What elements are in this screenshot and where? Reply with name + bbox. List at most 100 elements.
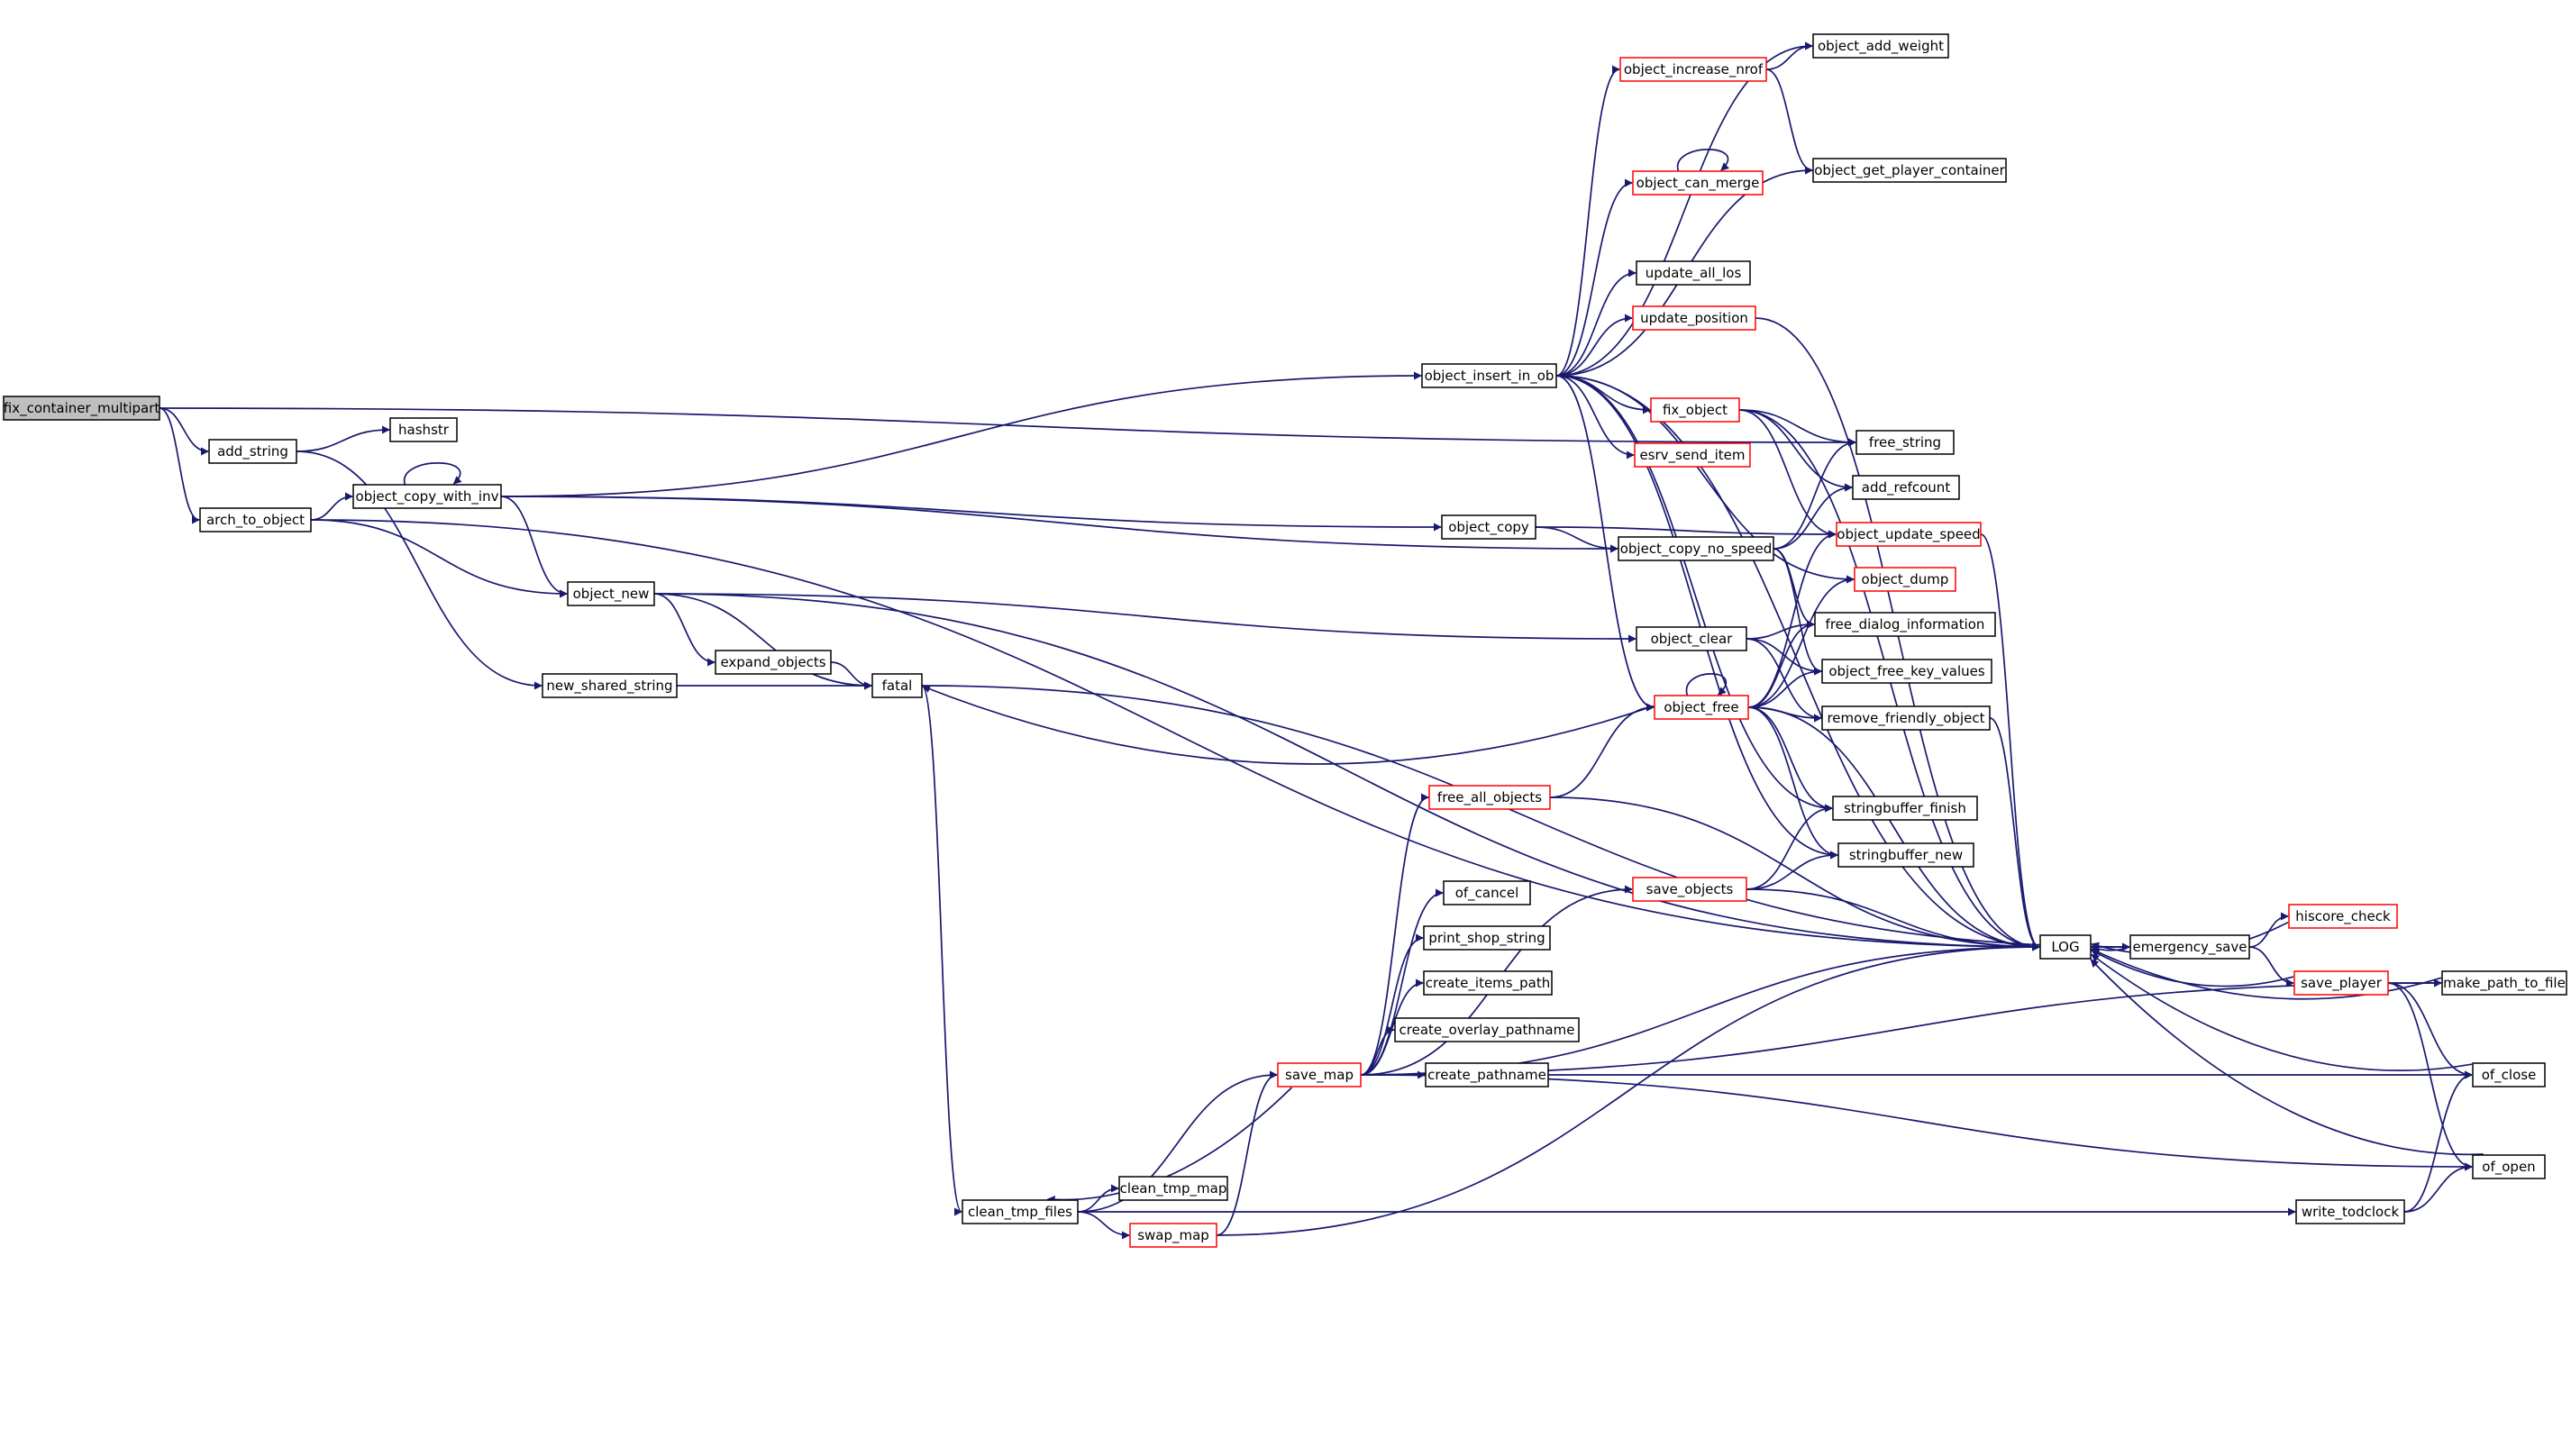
- node-object_update_speed[interactable]: object_update_speed: [1836, 522, 1982, 547]
- node-box: [2129, 934, 2250, 960]
- node-save_map[interactable]: save_map: [1277, 1062, 1362, 1087]
- node-clean_tmp_map[interactable]: clean_tmp_map: [1118, 1176, 1228, 1201]
- node-make_path_to_file[interactable]: make_path_to_file: [2441, 970, 2567, 996]
- node-object_increase_nrof[interactable]: object_increase_nrof: [1619, 57, 1767, 82]
- node-object_clear[interactable]: object_clear: [1636, 626, 1747, 651]
- node-clean_tmp_files[interactable]: clean_tmp_files: [962, 1199, 1079, 1224]
- node-box: [1812, 33, 1949, 59]
- node-object_get_player_container[interactable]: object_get_player_container: [1812, 158, 2007, 183]
- edge-object_free-to-object_free: [1685, 673, 1728, 696]
- edge-object_free-to-object_free_key_values: [1747, 667, 1822, 708]
- node-emergency_save[interactable]: emergency_save: [2129, 934, 2250, 960]
- node-print_shop_string[interactable]: print_shop_string: [1423, 925, 1551, 951]
- node-object_copy[interactable]: object_copy: [1441, 514, 1536, 540]
- node-hiscore_check[interactable]: hiscore_check: [2288, 904, 2398, 929]
- node-box: [2039, 934, 2092, 960]
- node-save_player[interactable]: save_player: [2293, 970, 2389, 996]
- node-object_copy_no_speed[interactable]: object_copy_no_speed: [1618, 536, 1774, 561]
- node-object_new[interactable]: object_new: [567, 581, 655, 606]
- edge-save_objects-to-LOG: [1746, 888, 2040, 951]
- node-swap_map[interactable]: swap_map: [1129, 1223, 1217, 1248]
- node-of_cancel[interactable]: of_cancel: [1443, 880, 1531, 905]
- edge-free_all_objects-to-LOG: [1549, 796, 2040, 951]
- node-box: [1634, 442, 1751, 468]
- node-box: [1618, 536, 1774, 561]
- node-label: update_all_los: [1646, 265, 1742, 282]
- node-remove_friendly_object[interactable]: remove_friendly_object: [1821, 705, 1991, 731]
- edge-object_copy_no_speed-to-object_free_key_values: [1773, 548, 1822, 676]
- node-LOG[interactable]: LOG: [2039, 934, 2092, 960]
- node-object_copy_with_inv[interactable]: object_copy_with_inv: [352, 484, 502, 509]
- node-write_todclock[interactable]: write_todclock: [2295, 1199, 2405, 1224]
- node-label: free_all_objects: [1437, 789, 1542, 806]
- node-of_close[interactable]: of_close: [2472, 1062, 2546, 1087]
- node-label: object_can_merge: [1637, 175, 1760, 192]
- node-object_dump[interactable]: object_dump: [1854, 567, 1956, 592]
- node-box: [1428, 785, 1551, 810]
- node-box: [2295, 1199, 2405, 1224]
- node-expand_objects[interactable]: expand_objects: [715, 650, 832, 675]
- edge-add_string-to-new_shared_string: [296, 450, 542, 690]
- edge-object_copy-to-object_update_speed: [1535, 526, 1837, 539]
- node-box: [199, 507, 312, 532]
- edge-object_insert_in_ob-to-update_all_los: [1555, 268, 1637, 377]
- node-update_all_los[interactable]: update_all_los: [1636, 260, 1751, 286]
- node-free_string[interactable]: free_string: [1855, 430, 1955, 455]
- node-stringbuffer_finish[interactable]: stringbuffer_finish: [1832, 796, 1978, 821]
- node-hashstr[interactable]: hashstr: [389, 417, 458, 442]
- node-box: [962, 1199, 1079, 1224]
- node-object_add_weight[interactable]: object_add_weight: [1812, 33, 1949, 59]
- node-label: fatal: [882, 678, 913, 694]
- node-create_overlay_pathname[interactable]: create_overlay_pathname: [1394, 1017, 1580, 1042]
- node-label: object_free: [1664, 699, 1738, 716]
- node-label: of_cancel: [1455, 885, 1519, 902]
- edge-object_free-to-stringbuffer_finish: [1747, 706, 1833, 813]
- edge-make_path_to_file-to-LOG: [2091, 948, 2442, 1000]
- node-object_free_key_values[interactable]: object_free_key_values: [1821, 659, 1992, 684]
- node-create_items_path[interactable]: create_items_path: [1423, 970, 1553, 996]
- node-fix_container_multipart[interactable]: fix_container_multipart: [3, 396, 160, 421]
- node-object_free[interactable]: object_free: [1654, 695, 1749, 720]
- node-box: [1836, 522, 1982, 547]
- node-label: arch_to_object: [206, 512, 305, 529]
- node-update_position[interactable]: update_position: [1632, 305, 1756, 331]
- node-label: fix_object: [1663, 402, 1728, 419]
- node-free_all_objects[interactable]: free_all_objects: [1428, 785, 1551, 810]
- edge-object_new-to-fatal: [653, 593, 872, 690]
- node-of_open[interactable]: of_open: [2472, 1154, 2546, 1179]
- edge-save_map-to-print_shop_string: [1360, 933, 1424, 1076]
- node-box: [1423, 970, 1553, 996]
- edge-object_new-to-LOG: [653, 593, 2040, 951]
- node-box: [1837, 842, 1974, 868]
- edge-object_new-to-expand_objects: [653, 593, 716, 667]
- node-free_dialog_information[interactable]: free_dialog_information: [1814, 612, 1996, 637]
- edge-write_todclock-to-of_close: [2403, 1070, 2473, 1213]
- node-object_can_merge[interactable]: object_can_merge: [1632, 170, 1764, 196]
- node-object_insert_in_ob[interactable]: object_insert_in_ob: [1421, 363, 1557, 388]
- node-label: create_overlay_pathname: [1399, 1022, 1575, 1039]
- node-esrv_send_item[interactable]: esrv_send_item: [1634, 442, 1751, 468]
- node-new_shared_string[interactable]: new_shared_string: [542, 673, 678, 698]
- node-fatal[interactable]: fatal: [871, 673, 923, 698]
- edge-arch_to_object-to-object_copy_with_inv: [310, 492, 353, 521]
- node-save_objects[interactable]: save_objects: [1632, 877, 1747, 902]
- node-label: object_add_weight: [1818, 38, 1944, 55]
- node-stringbuffer_new[interactable]: stringbuffer_new: [1837, 842, 1974, 868]
- edge-object_copy_with_inv-to-object_copy_with_inv: [403, 462, 462, 486]
- node-add_string[interactable]: add_string: [208, 439, 297, 464]
- node-box: [1821, 705, 1991, 731]
- node-box: [2288, 904, 2398, 929]
- node-label: object_increase_nrof: [1624, 61, 1764, 78]
- node-box: [1632, 170, 1764, 196]
- node-box: [2472, 1062, 2546, 1087]
- node-create_pathname[interactable]: create_pathname: [1425, 1062, 1549, 1087]
- node-fix_object[interactable]: fix_object: [1650, 397, 1740, 423]
- node-label: save_objects: [1646, 881, 1734, 898]
- node-add_refcount[interactable]: add_refcount: [1852, 475, 1960, 500]
- edge-object_free-to-free_dialog_information: [1747, 620, 1815, 708]
- node-arch_to_object[interactable]: arch_to_object: [199, 507, 312, 532]
- node-box: [1632, 877, 1747, 902]
- edge-object_clear-to-free_dialog_information: [1746, 620, 1815, 640]
- edge-object_insert_in_ob-to-object_increase_nrof: [1555, 65, 1620, 377]
